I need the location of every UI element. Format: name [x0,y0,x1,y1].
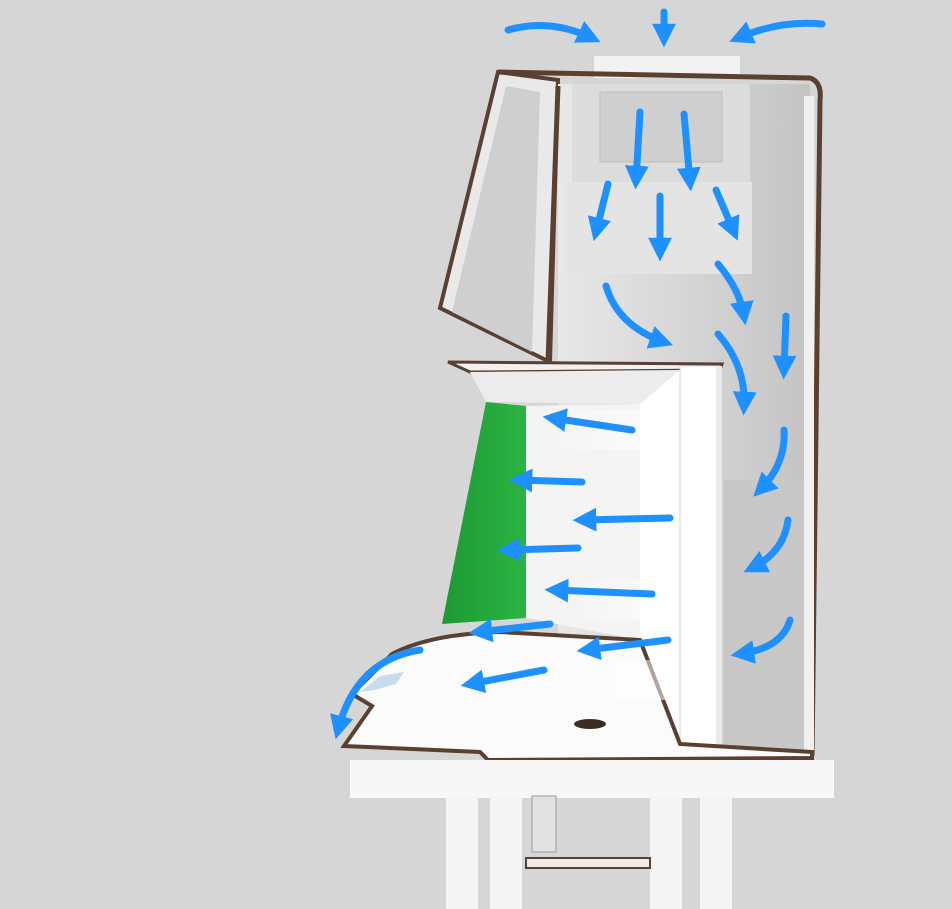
stand-leg-left-inner [490,796,522,909]
airflow-arrow-icon [582,518,670,520]
stand-leg-left-outer [446,796,478,909]
duct-lower-shade [724,480,808,750]
airflow-arrow-icon [554,590,652,594]
base-rail [350,760,834,798]
stand-crossbar [526,858,650,868]
stand-brace [532,796,556,852]
airflow-arrow-icon [506,548,578,550]
front-panel-edge [716,366,722,748]
rear-wall [804,96,814,758]
airflow-arrow-icon [636,112,640,180]
stand-leg-right-inner [650,796,682,909]
airflow-arrow-icon [518,480,582,482]
drain-hole-icon [574,719,606,729]
front-vertical-panel [680,366,720,748]
filter-face [600,92,722,162]
airflow-arrow-icon [784,316,786,370]
stand-leg-right-outer [700,796,732,909]
flow-glow-2 [560,580,670,620]
